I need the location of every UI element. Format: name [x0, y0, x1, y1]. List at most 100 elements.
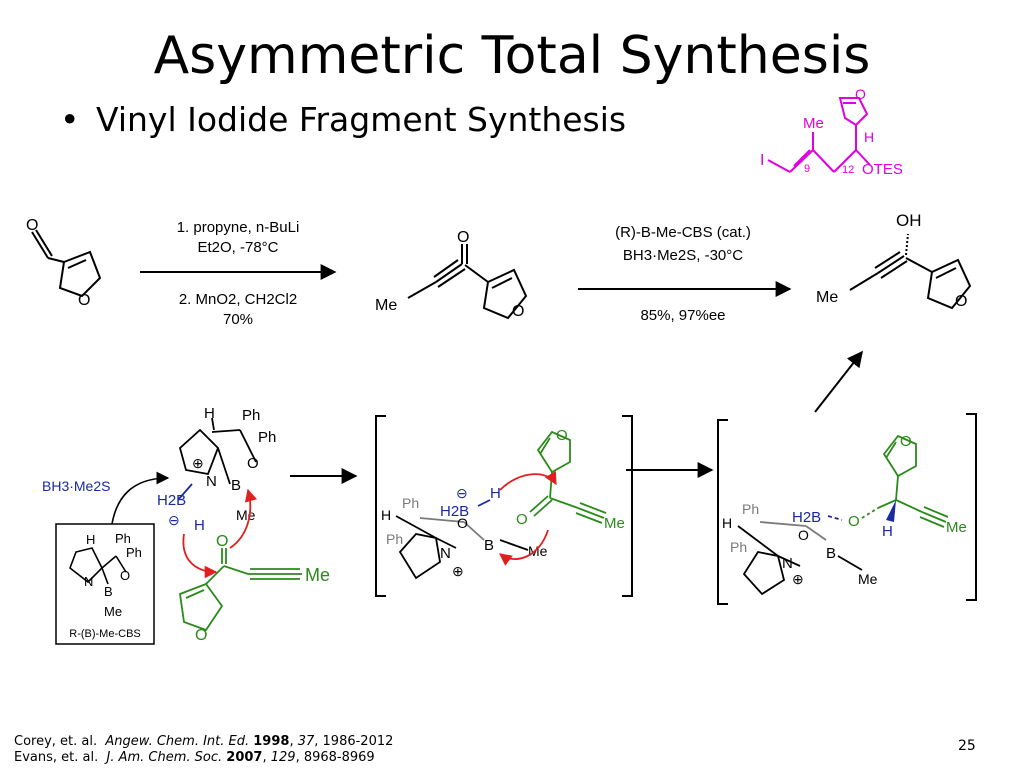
- cbs-B: B: [104, 584, 113, 599]
- ynone-O-ring: O: [512, 303, 524, 320]
- target-O: O: [855, 86, 866, 102]
- ref1-year: 1998: [253, 734, 290, 749]
- cbs-Ph2: Ph: [126, 545, 142, 560]
- step1-line4: 70%: [223, 311, 253, 328]
- ts-O: O: [798, 527, 809, 543]
- ynone-O: O: [457, 229, 469, 246]
- c2-B: B: [484, 537, 494, 554]
- product-O-ring: O: [955, 293, 967, 310]
- ref1-volume: 37: [297, 734, 315, 749]
- complex-H2B: H2B: [157, 492, 186, 509]
- cbs-O: O: [120, 568, 130, 583]
- c2-plus: ⊕: [452, 563, 464, 579]
- ts: [737, 521, 863, 596]
- cbs-Ph1: Ph: [115, 531, 131, 546]
- furaldehyde-O-ring: O: [78, 292, 90, 309]
- ts-Ph1: Ph: [742, 501, 759, 517]
- target-Me: Me: [803, 115, 824, 132]
- bh3-label: BH3·Me2S: [42, 478, 110, 494]
- bullet-icon: •: [60, 100, 80, 139]
- ts-plus: ⊕: [792, 571, 804, 587]
- c2-Me-green: Me: [604, 515, 625, 532]
- cbs-catalyst: [69, 547, 127, 585]
- references: Corey, et. al. Angew. Chem. Int. Ed. 199…: [14, 734, 393, 766]
- bracket2-right: [966, 413, 977, 601]
- ynone: [407, 244, 528, 320]
- c2-O-ring: O: [556, 427, 568, 444]
- step2-line3: 85%, 97%ee: [640, 307, 725, 324]
- bullet-item: •Vinyl Iodide Fragment Synthesis: [60, 100, 626, 139]
- ts-H-green: H: [882, 523, 893, 540]
- complex-plus: ⊕: [192, 455, 204, 471]
- bracket2-left: [717, 419, 728, 605]
- step2-line1: (R)-B-Me-CBS (cat.): [615, 224, 751, 241]
- ts-Me-green: Me: [946, 519, 967, 536]
- ketone-O-ring: O: [195, 627, 207, 644]
- cbs-H: H: [86, 532, 95, 547]
- c2-Ph1: Ph: [402, 495, 419, 511]
- product-Me: Me: [816, 289, 838, 306]
- complex2: [395, 515, 529, 580]
- complex-red-arrow2: [182, 533, 218, 579]
- bracket1-right: [622, 415, 633, 597]
- ref1-authors: Corey, et. al.: [14, 734, 98, 749]
- ts-H2B: H2B: [792, 509, 821, 526]
- reference-2: Evans, et. al. J. Am. Chem. Soc. 2007, 1…: [14, 750, 375, 765]
- ts-O-ketone: O: [848, 513, 860, 530]
- complex-B: B: [231, 477, 241, 494]
- ref2-year: 2007: [226, 750, 263, 765]
- cbs-N: N: [84, 574, 93, 589]
- cbs-bh3-complex: [177, 417, 257, 501]
- slide-title: Asymmetric Total Synthesis: [153, 26, 871, 86]
- complex-H2: H: [194, 517, 205, 534]
- target-n12: 12: [842, 164, 854, 176]
- ref2-pages: , 8968-8969: [295, 750, 375, 765]
- product-OH: OH: [896, 211, 922, 230]
- product-alcohol: [849, 233, 972, 310]
- reaction-scheme: I Me 9 12 H O OTES O O 1. propyne, n-BuL…: [26, 86, 977, 645]
- ref2-authors: Evans, et. al.: [14, 750, 99, 765]
- cbs-Me: Me: [104, 604, 122, 619]
- ts-to-product-arrow: [814, 350, 863, 413]
- furaldehyde-O-carbonyl: O: [26, 217, 38, 234]
- step1-line3: 2. MnO2, CH2Cl2: [179, 291, 297, 308]
- ts-H: H: [722, 515, 732, 531]
- complex-O: O: [247, 455, 259, 472]
- c2-minus: ⊖: [456, 485, 468, 501]
- ts-Ph2: Ph: [730, 539, 747, 555]
- ref1-pages: , 1986-2012: [314, 734, 394, 749]
- c2-Me: Me: [528, 543, 548, 559]
- step1-line2: Et2O, -78°C: [197, 239, 278, 256]
- complex-red-arrow: [229, 488, 258, 549]
- ts-ketone: [861, 434, 949, 528]
- cbs-name: R-(B)-Me-CBS: [69, 628, 141, 640]
- c2-red-arrow-bottom: [498, 529, 549, 566]
- reference-1: Corey, et. al. Angew. Chem. Int. Ed. 199…: [14, 734, 394, 749]
- c2-ketone: [529, 430, 607, 524]
- ts-B: B: [826, 545, 836, 562]
- ts-N: N: [782, 555, 793, 572]
- ts-wedge-H: [886, 500, 896, 522]
- complex-minus: ⊖: [168, 512, 180, 528]
- c2-O: O: [457, 515, 468, 531]
- bracket1-left: [375, 415, 386, 597]
- ketone-green: [179, 548, 302, 632]
- c2-N: N: [440, 545, 451, 562]
- step2-line2: BH3·Me2S, -30°C: [623, 247, 743, 264]
- ketone-O: O: [216, 533, 228, 550]
- target-n9: 9: [804, 163, 810, 175]
- complex-H: H: [204, 405, 215, 422]
- target-H: H: [864, 129, 874, 145]
- furaldehyde: [31, 229, 102, 298]
- c2-O-ketone: O: [516, 511, 528, 528]
- c2-H: H: [381, 507, 391, 523]
- complex-Me: Me: [236, 507, 256, 523]
- page-number: 25: [958, 738, 976, 754]
- cbs-catalyst-box: [55, 523, 155, 645]
- c2-red-arrow-top: [499, 471, 557, 491]
- ref1-journal: Angew. Chem. Int. Ed.: [105, 734, 250, 749]
- c2-H2B: H2B: [440, 503, 469, 520]
- complex-Ph1: Ph: [242, 407, 260, 424]
- c2-Ph2: Ph: [386, 531, 403, 547]
- complex-Ph2: Ph: [258, 429, 276, 446]
